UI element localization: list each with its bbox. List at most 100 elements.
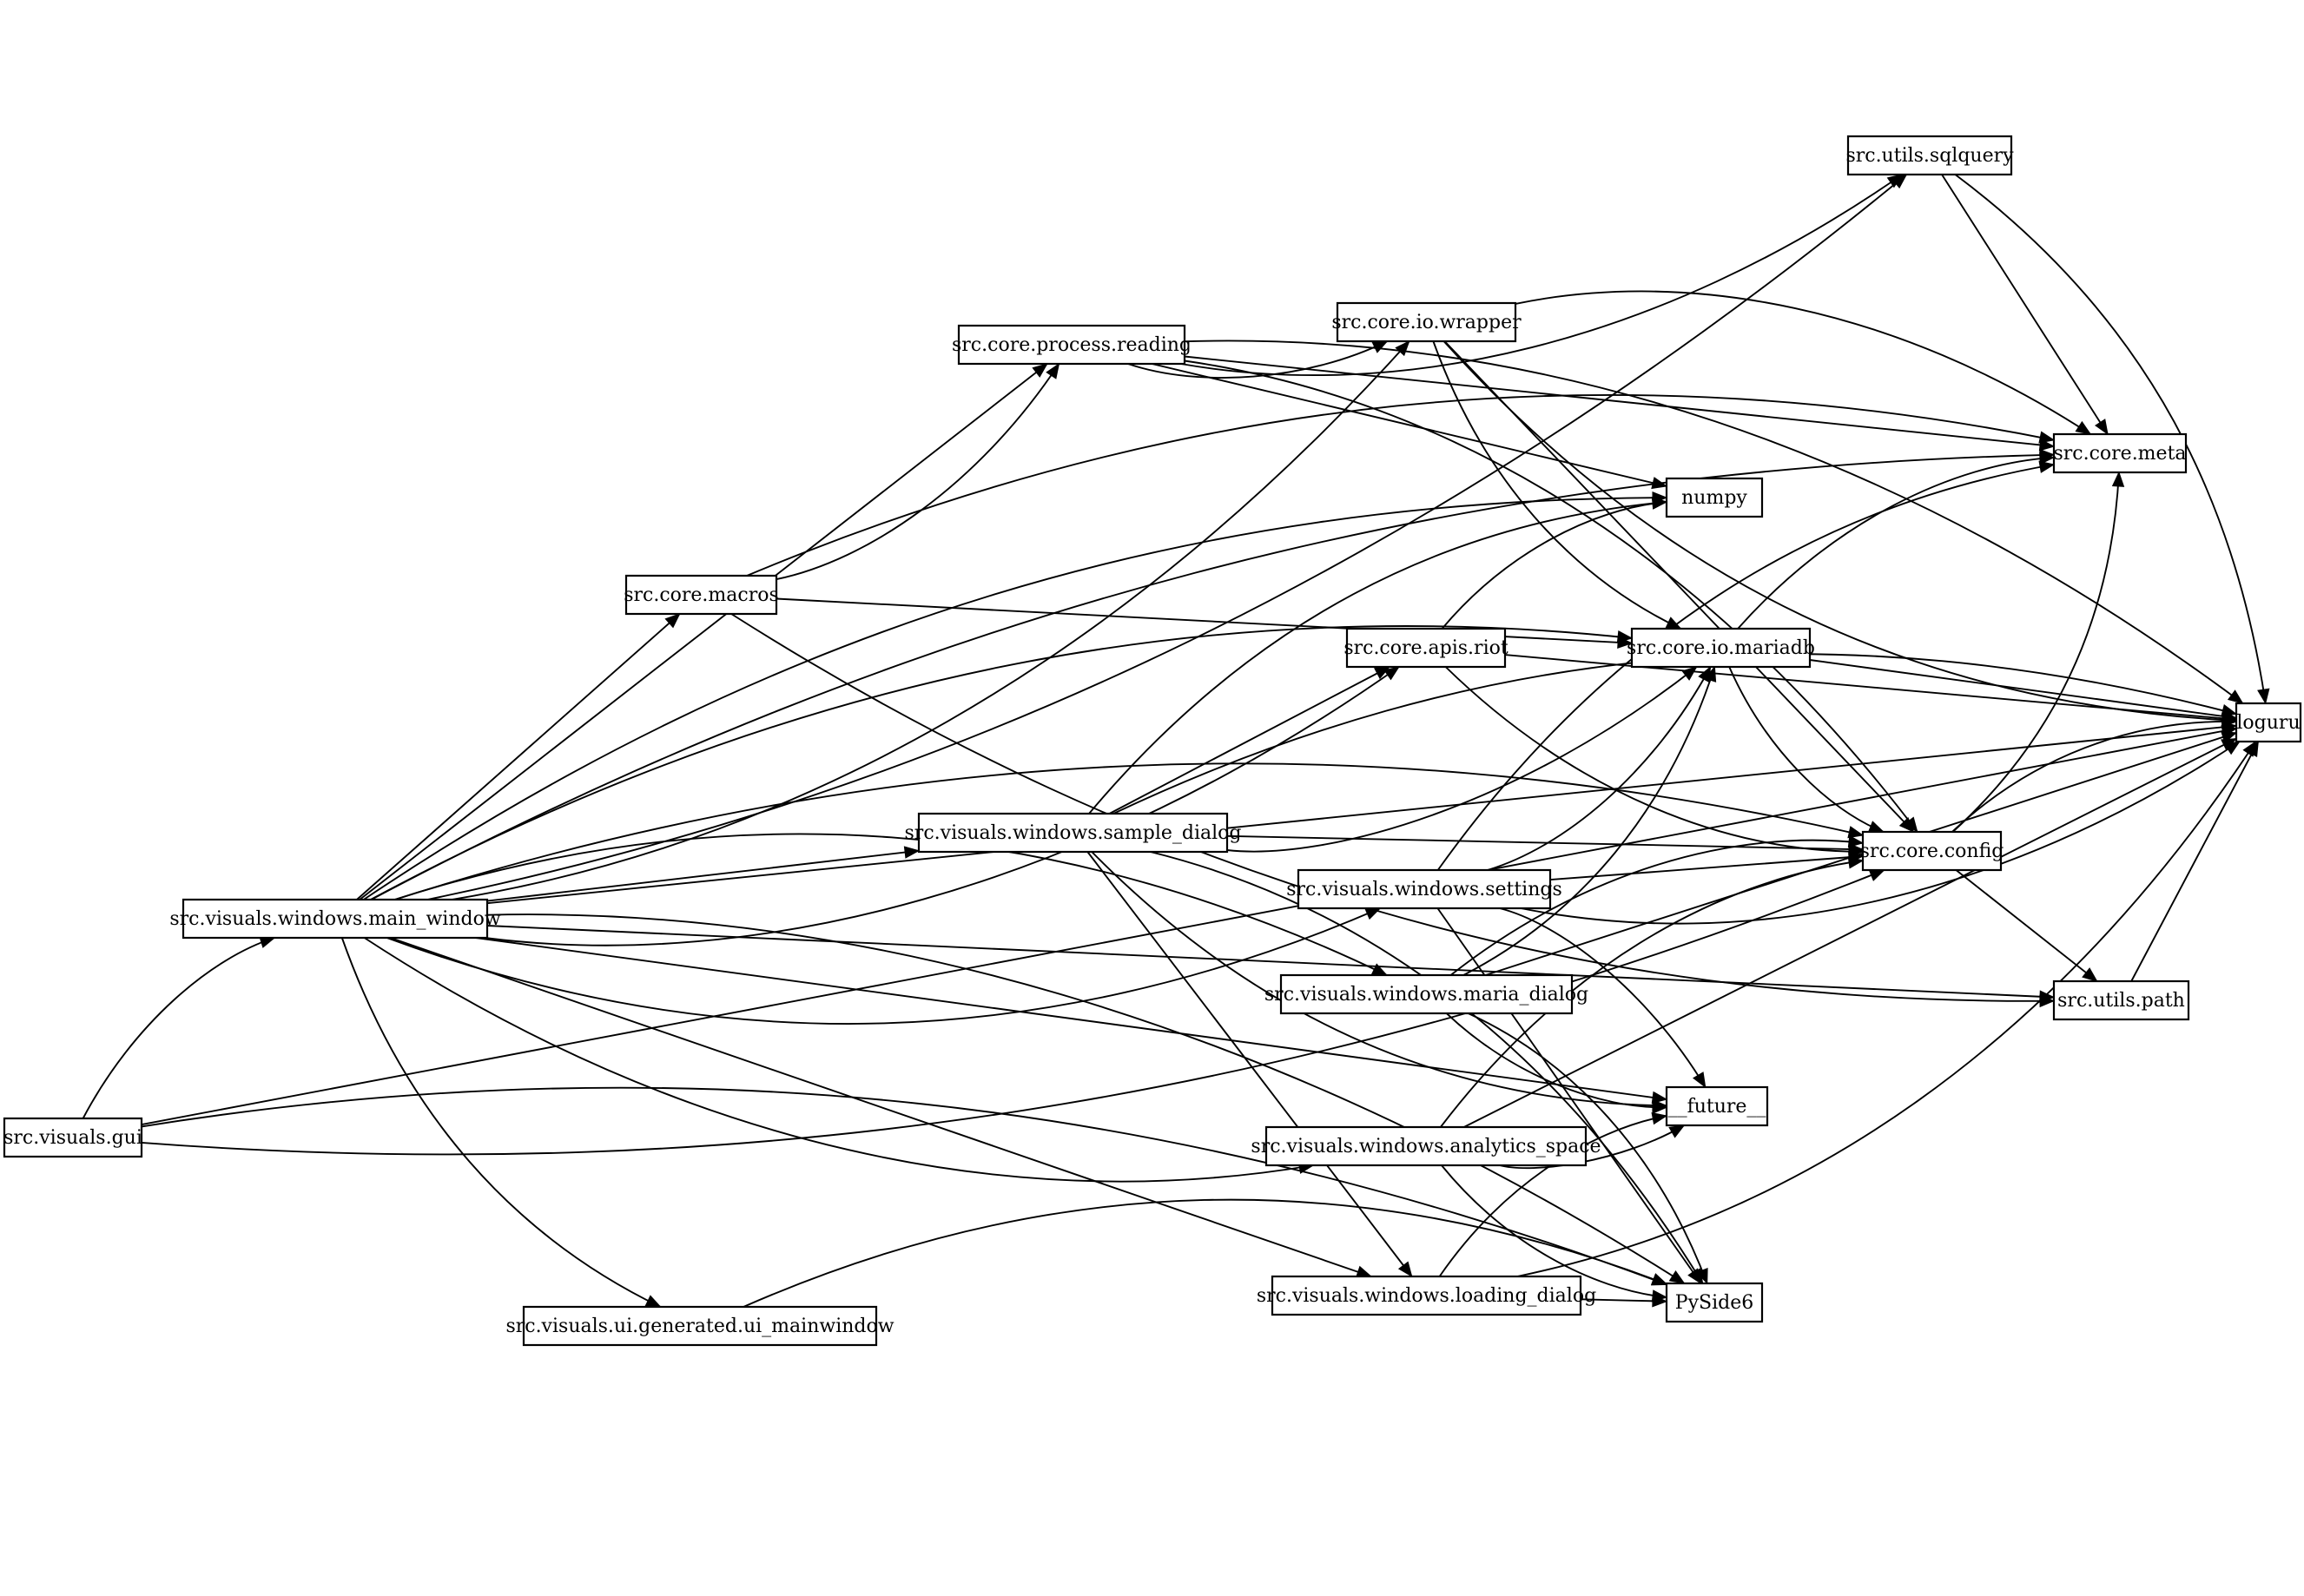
arrowhead-maria_dialog-to-config [1847,834,1865,848]
arrowhead-main_window-to-config [1847,826,1865,839]
arrowhead-analytics_space-to-config [1847,856,1865,869]
node-label: src.visuals.gui [3,1127,142,1149]
edge-main_window-to-mariadb [370,625,1633,900]
node-label: src.visuals.ui.generated.ui_mainwindow [505,1316,894,1337]
node-macros: src.core.macros [624,574,779,616]
node-label: src.visuals.windows.settings [1286,879,1562,900]
arrowhead-main_window-to-process_reading [1032,363,1048,378]
arrowhead-sqlquery-to-meta [2095,419,2109,436]
node-sqlquery: src.utils.sqlquery [1845,135,2014,176]
arrowhead-sqlquery-to-loguru [2257,688,2270,705]
edge-process_reading-to-io_wrapper [1127,340,1388,379]
edge-macros-to-utils_path [730,613,2055,1002]
node-label: __future__ [1668,1096,1766,1118]
arrowhead-loading_dialog-to-future [1651,1111,1668,1125]
edge-process_reading-to-sqlquery [1180,174,1903,377]
edge-io_wrapper-to-mariadb [1432,340,1681,630]
arrowhead-process_reading-to-sqlquery [1886,174,1904,188]
edges-layer [82,174,2270,1308]
edge-main_window-to-process_reading [359,363,1048,900]
edge-main_window-to-future [475,937,1667,1101]
edge-gui-to-main_window [82,937,275,1119]
node-box [3,1117,143,1158]
edge-sample_dialog-to-numpy [1088,501,1667,814]
edge-maria_dialog-to-config [1449,839,1864,976]
node-box [1665,1282,1764,1323]
edge-sample_dialog-to-apis_riot [1109,666,1390,814]
node-box [1630,627,1812,669]
edge-analytics_space-to-pyside6 [1441,1164,1667,1299]
arrowhead-sample_dialog-to-numpy [1651,497,1668,510]
node-label: src.visuals.windows.loading_dialog [1257,1285,1596,1307]
edge-utils_path-to-loguru [2130,741,2260,982]
edge-sqlquery-to-meta [1941,174,2109,435]
node-mariadb: src.core.io.mariadb [1627,627,1815,669]
edge-main_window-to-analytics_space [364,937,1314,1183]
edge-sample_dialog-to-future [1091,851,1667,1107]
node-meta: src.core.meta [2052,432,2188,474]
node-analytics_space: src.visuals.windows.analytics_space [1251,1125,1601,1167]
node-box [1279,973,1574,1015]
node-settings: src.visuals.windows.settings [1286,868,1562,910]
edge-loading_dialog-to-loguru [1516,741,2257,1277]
edge-settings-to-mariadb [1487,666,1712,871]
arrowhead-maria_dialog-to-pyside6 [1696,1267,1708,1285]
arrowhead-ui_mainwindow-to-pyside6 [1650,1273,1668,1285]
edge-config-to-loguru [1951,721,2237,833]
arrowhead-config-to-utils_path [2082,967,2098,982]
arrowhead-io_wrapper-to-config [1898,817,1915,833]
node-pyside6: PySide6 [1665,1282,1764,1323]
edge-io_wrapper-to-config [1443,340,1915,833]
node-label: numpy [1681,487,1747,509]
arrowhead-gui-to-config [1868,869,1885,881]
node-label: src.visuals.windows.maria_dialog [1264,984,1588,1006]
arrowhead-analytics_space-to-future [1668,1124,1686,1138]
edge-sqlquery-to-loguru [1954,174,2267,704]
edge-main_window-to-numpy [363,497,1667,900]
edge-analytics_space-to-config [1440,860,1864,1128]
edge-config-to-utils_path [1955,869,2098,982]
edge-main_window-to-ui_mainwindow [340,937,661,1308]
edge-sample_dialog-to-mariadb [1226,666,1698,853]
node-ui_mainwindow: src.visuals.ui.generated.ui_mainwindow [505,1305,895,1347]
arrowhead-io_wrapper-to-meta [2075,420,2092,435]
node-box [2052,979,2190,1021]
edge-sample_dialog-to-config [1226,834,1864,851]
node-box [522,1305,878,1347]
node-box [1264,1125,1588,1167]
node-loading_dialog: src.visuals.windows.loading_dialog [1257,1275,1596,1316]
node-box [1665,1085,1769,1127]
edge-main_window-to-loading_dialog [390,937,1372,1277]
arrowhead-main_window-to-pyside6 [1668,1270,1686,1284]
node-box [1271,1275,1582,1316]
edge-loading_dialog-to-future [1438,1115,1667,1277]
node-box [1297,868,1552,910]
arrowhead-mariadb-to-config [1867,821,1885,833]
arrowhead-config-to-meta [2111,471,2125,487]
node-maria_dialog: src.visuals.windows.maria_dialog [1264,973,1588,1015]
edge-io_wrapper-to-meta [1515,290,2091,435]
node-box [957,324,1186,366]
edge-settings-to-meta [1436,464,2055,871]
node-label: src.utils.path [2057,990,2185,1012]
edge-maria_dialog-to-pyside6 [1468,1012,1708,1284]
edge-apis_riot-to-loguru [1504,654,2237,721]
node-box [1336,301,1517,343]
node-box [1345,627,1507,669]
arrowhead-settings-to-meta [2038,460,2056,473]
node-main_window: src.visuals.windows.main_window [169,898,501,940]
node-box [2052,432,2188,474]
arrowhead-analytics_space-to-loguru [2221,738,2238,751]
arrowhead-process_reading-to-loguru [2227,689,2244,704]
edge-mariadb-to-config [1728,666,1885,833]
edge-mariadb-to-loguru [1809,659,2237,719]
node-box [182,898,489,940]
edge-main_window-to-utils_path [486,925,2055,999]
node-label: src.core.process.reading [952,334,1192,356]
edge-macros-to-meta [746,393,2055,577]
edge-mariadb-to-meta [1737,456,2055,630]
edge-main_window-to-settings [386,907,1381,1025]
node-loguru: loguru [2235,702,2302,743]
node-box [1846,135,2013,176]
